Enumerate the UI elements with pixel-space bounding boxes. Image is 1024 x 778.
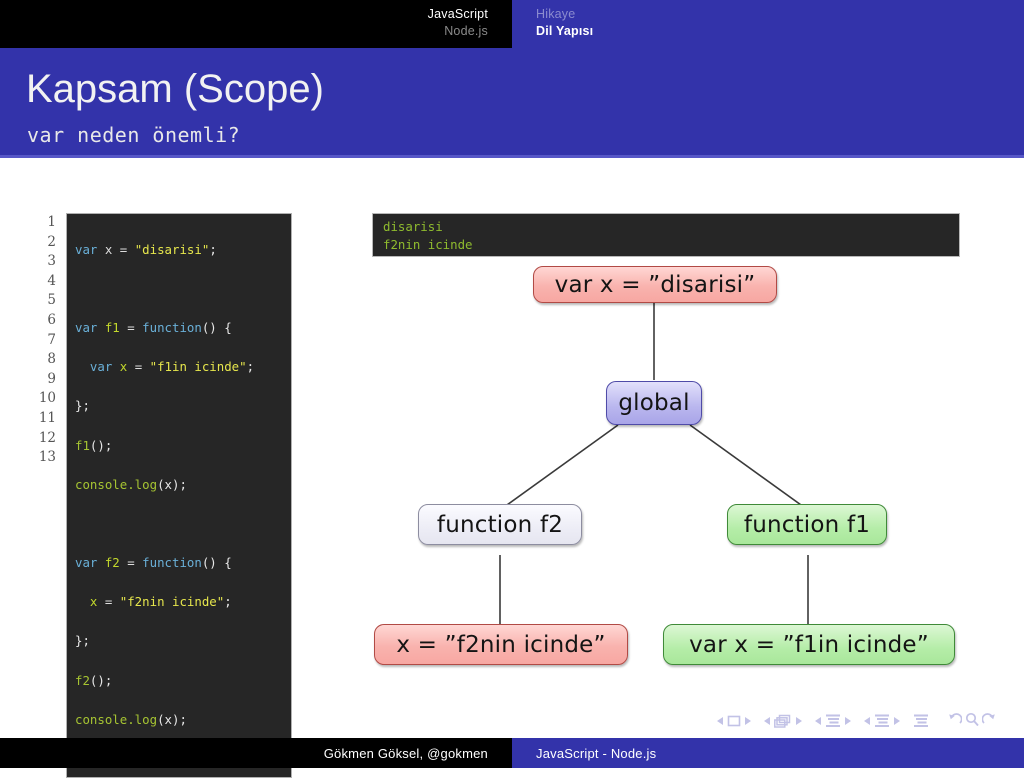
code-line-2 xyxy=(75,279,283,299)
code-line-number: 13 xyxy=(38,449,56,466)
header-section-left[interactable]: JavaScript Node.js xyxy=(0,0,512,48)
node-f1-var[interactable]: var x = ”f1in icinde” xyxy=(663,624,955,665)
header-subsection-dil-yapisi[interactable]: Dil Yapısı xyxy=(536,24,594,38)
code-line-number: 7 xyxy=(47,331,56,348)
beamer-navigation-symbols[interactable] xyxy=(640,706,1010,736)
code-line-number: 5 xyxy=(47,292,56,309)
header-section-javascript[interactable]: JavaScript xyxy=(427,7,488,21)
node-function-f2[interactable]: function f2 xyxy=(418,504,582,545)
code-line-13: console.log(x); xyxy=(75,711,187,727)
footer-topic: JavaScript - Node.js xyxy=(536,745,657,761)
slide-title-band: Kapsam (Scope) var neden önemli? xyxy=(0,48,1024,158)
page-subtitle: var neden önemli? xyxy=(27,123,241,147)
prev-section-icon[interactable] xyxy=(864,716,871,726)
prev-subsection-icon[interactable] xyxy=(815,716,822,726)
back-arrow-icon[interactable] xyxy=(948,712,963,731)
next-subsection-icon[interactable] xyxy=(844,716,851,726)
section-lines-icon[interactable] xyxy=(874,714,890,728)
code-line-4: var x = "f1in icinde"; xyxy=(89,359,255,375)
next-frame-icon[interactable] xyxy=(795,716,802,726)
code-line-number: 8 xyxy=(47,351,56,368)
code-line-5: }; xyxy=(75,398,90,414)
node-global[interactable]: global xyxy=(606,381,702,425)
code-line-7: console.log(x); xyxy=(75,476,187,492)
nav-group-frame[interactable] xyxy=(764,714,802,728)
footer-author-area: Gökmen Göksel, @gokmen xyxy=(0,738,512,768)
node-function-f1[interactable]: function f1 xyxy=(727,504,887,545)
header-section-nodejs[interactable]: Node.js xyxy=(444,24,488,38)
diagram-edges xyxy=(499,297,809,630)
nav-group-history[interactable] xyxy=(948,712,996,731)
forward-arrow-icon[interactable] xyxy=(981,712,996,731)
node-f2-assign[interactable]: x = ”f2nin icinde” xyxy=(374,624,628,665)
next-section-icon[interactable] xyxy=(893,716,900,726)
code-line-number: 11 xyxy=(38,409,56,426)
code-line-number: 9 xyxy=(47,370,56,387)
nav-group-section[interactable] xyxy=(864,714,900,728)
console-output: disarisi f2nin icinde xyxy=(372,213,960,257)
scope-tree-diagram: var x = ”disarisi” global function f2 fu… xyxy=(360,255,1000,675)
nav-group-subsection[interactable] xyxy=(815,714,851,728)
code-line-number: 10 xyxy=(38,390,56,407)
code-line-11: }; xyxy=(75,633,90,649)
code-line-6: f1(); xyxy=(75,437,113,453)
footer-topic-area: JavaScript - Node.js xyxy=(512,738,1024,768)
next-slide-icon[interactable] xyxy=(744,716,751,726)
code-line-number: 2 xyxy=(47,233,56,250)
frames-stack-icon[interactable] xyxy=(774,714,792,728)
subsection-lines-icon[interactable] xyxy=(825,714,841,728)
nav-group-slide[interactable] xyxy=(717,715,751,727)
code-line-9: var f2 = function() { xyxy=(75,555,232,571)
node-outer-var[interactable]: var x = ”disarisi” xyxy=(533,266,777,303)
code-line-number: 6 xyxy=(47,311,56,328)
code-line-number: 12 xyxy=(38,429,56,446)
document-lines-icon[interactable] xyxy=(913,714,929,728)
page-title: Kapsam (Scope) xyxy=(26,67,324,111)
code-block: var x = "disarisi"; var f1 = function() … xyxy=(66,213,292,778)
slide-frame-icon[interactable] xyxy=(727,715,741,727)
code-line-1: var x = "disarisi"; xyxy=(75,241,217,257)
code-line-number: 3 xyxy=(47,253,56,270)
console-output-line-1: disarisi xyxy=(383,219,443,234)
code-line-10: x = "f2nin icinde"; xyxy=(89,594,232,610)
code-line-number: 1 xyxy=(47,214,56,230)
slide-footer: Gökmen Göksel, @gokmen JavaScript - Node… xyxy=(0,738,1024,768)
header-section-right[interactable]: Hikaye Dil Yapısı xyxy=(512,0,1024,48)
header-subsection-hikaye[interactable]: Hikaye xyxy=(536,7,576,21)
prev-frame-icon[interactable] xyxy=(764,716,771,726)
search-glyph-icon[interactable] xyxy=(965,712,979,731)
code-line-3: var f1 = function() { xyxy=(75,319,232,335)
code-line-8 xyxy=(75,514,283,534)
footer-author: Gökmen Göksel, @gokmen xyxy=(323,745,488,761)
code-line-12: f2(); xyxy=(75,672,113,688)
console-output-line-2: f2nin icinde xyxy=(383,237,473,252)
navigation-header: JavaScript Node.js Hikaye Dil Yapısı xyxy=(0,0,1024,48)
prev-slide-icon[interactable] xyxy=(717,716,724,726)
code-line-number: 4 xyxy=(47,272,56,289)
